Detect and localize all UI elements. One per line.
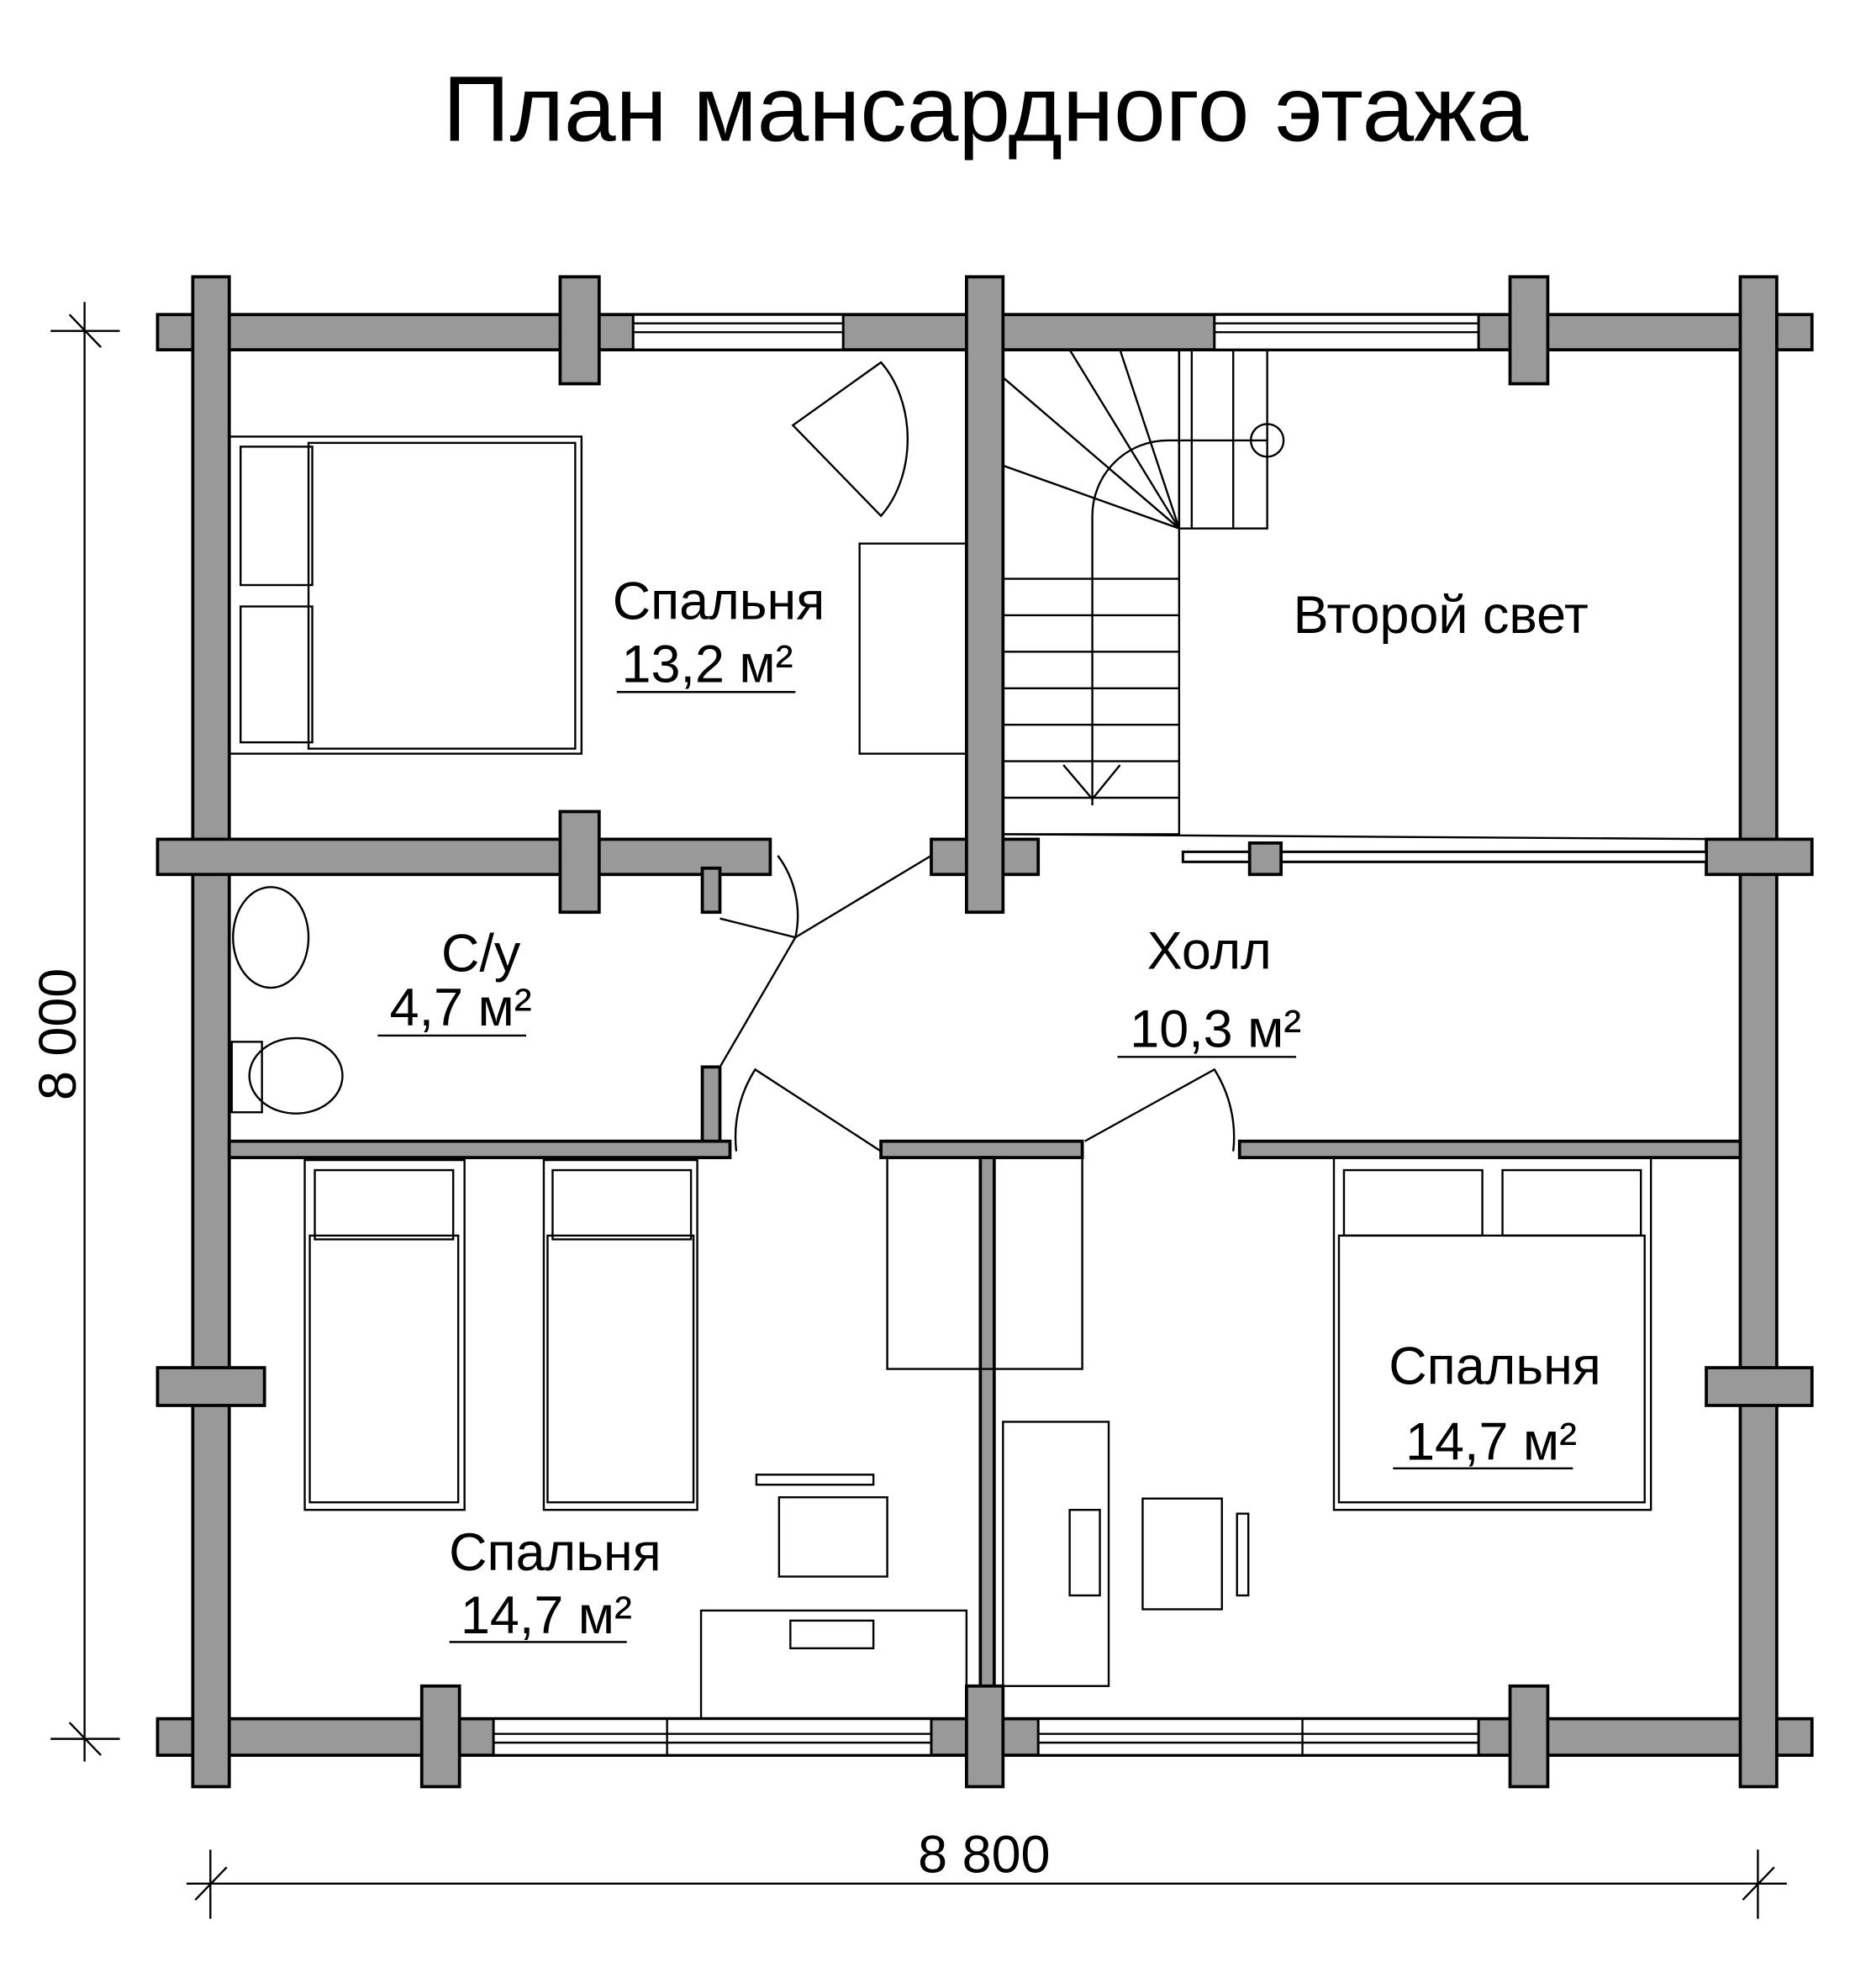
room-name: С/у — [441, 925, 521, 983]
room-name: Спальня — [613, 572, 825, 630]
room-area: 10,3 м² — [1130, 999, 1301, 1058]
room-area: 14,7 м² — [461, 1586, 632, 1645]
width-dimension: 8 800 — [918, 1825, 1050, 1884]
room-area: 14,7 м² — [1405, 1412, 1577, 1471]
room-area: 13,2 м² — [622, 635, 793, 693]
walls — [155, 275, 1814, 1789]
room-name: Спальня — [1389, 1337, 1601, 1396]
staircase — [1002, 348, 1285, 836]
room-name: Холл — [1147, 922, 1272, 981]
room-name: Спальня — [449, 1523, 661, 1582]
doors — [719, 854, 1236, 1152]
railing — [1003, 833, 1741, 877]
plan-title: План мансардного этажа — [443, 58, 1529, 161]
room-area: 4,7 м² — [390, 978, 532, 1037]
furniture — [228, 361, 1652, 1720]
height-dimension: 8 000 — [29, 968, 87, 1100]
windows — [492, 313, 1480, 1757]
room-labels: Спальня 13,2 м² Второй свет С/у 4,7 м² Х… — [377, 572, 1601, 1645]
dimension-lines: 8 000 8 800 — [29, 302, 1787, 1919]
room-name: Второй свет — [1294, 586, 1589, 645]
